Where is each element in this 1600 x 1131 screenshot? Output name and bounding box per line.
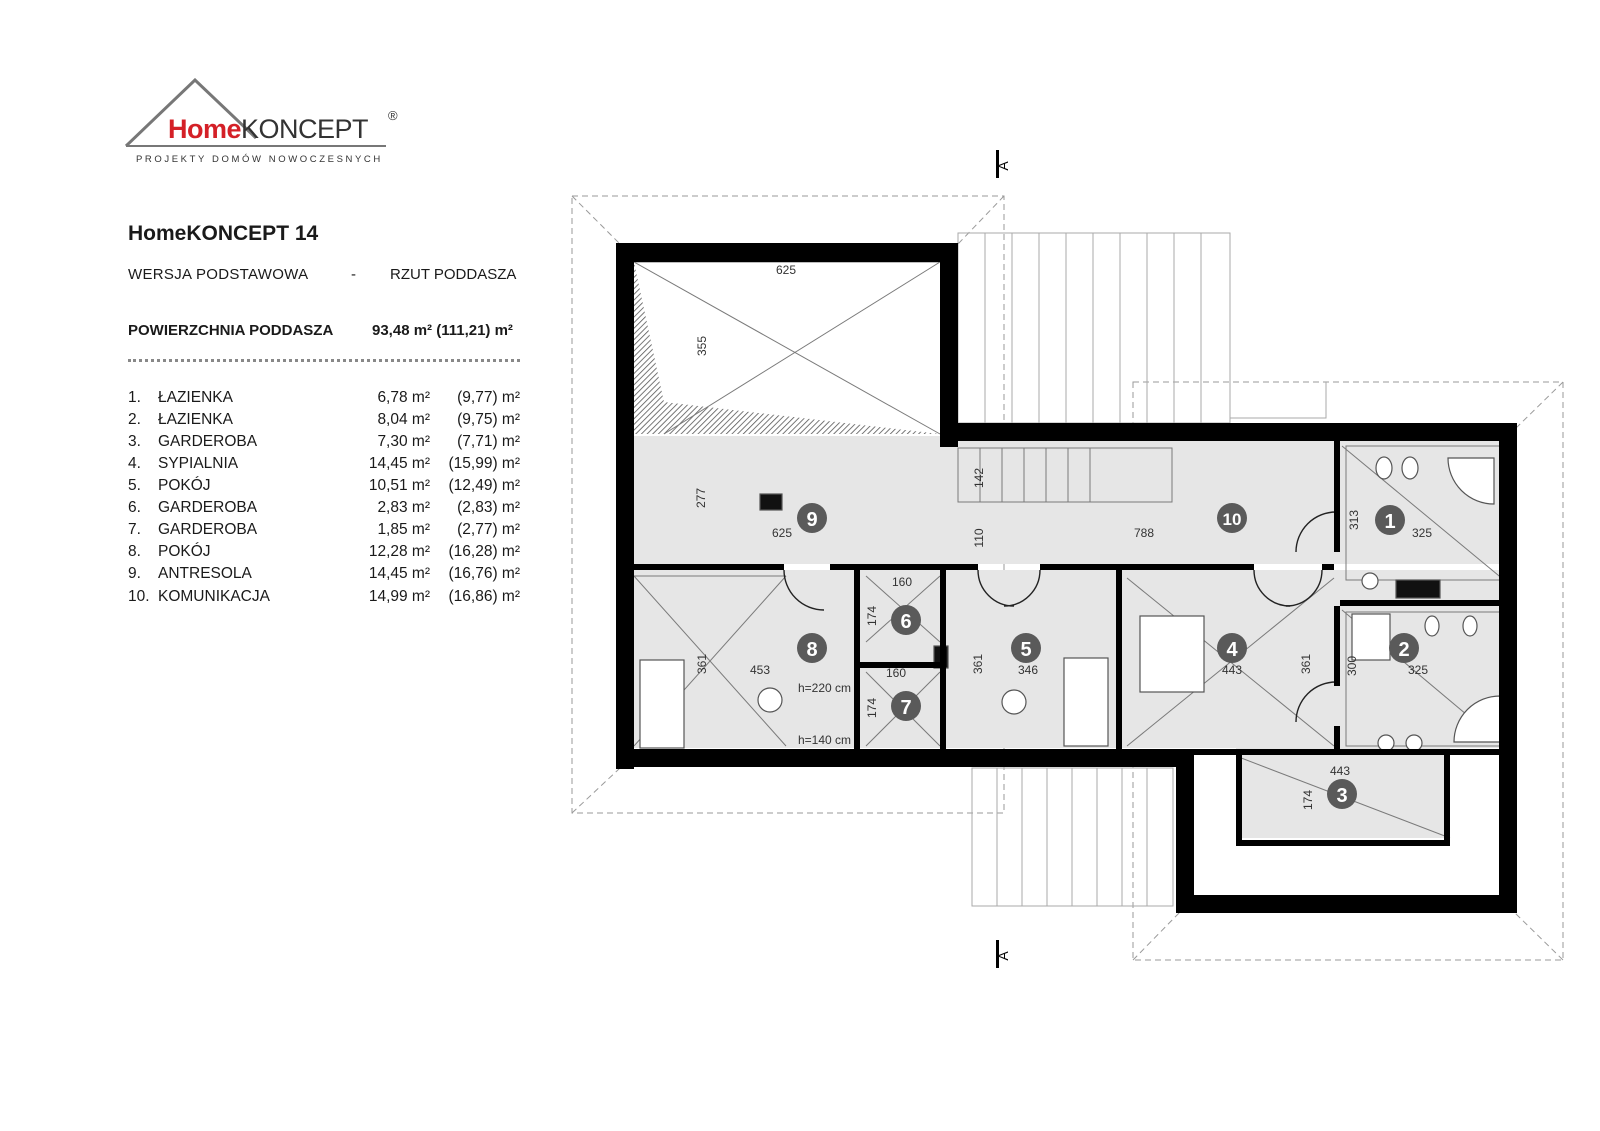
version-label: WERSJA PODSTAWOWA xyxy=(128,266,309,283)
company-logo: HomeKONCEPT ® PROJEKTY DOMÓW NOWOCZESNYC… xyxy=(124,78,414,174)
dim-label: 453 xyxy=(750,663,770,677)
svg-text:3: 3 xyxy=(1336,785,1347,807)
room-marker-9: 9 xyxy=(797,503,827,533)
subtitle-separator: - xyxy=(351,266,356,283)
walls xyxy=(616,243,1517,913)
dim-label: 443 xyxy=(1222,663,1242,677)
room-marker-2: 2 xyxy=(1389,633,1419,663)
dim-label: 313 xyxy=(1347,510,1361,530)
svg-text:A: A xyxy=(995,951,1011,961)
room-marker-4: 4 xyxy=(1217,633,1247,663)
void-hatch xyxy=(634,262,940,434)
dotted-divider xyxy=(128,359,520,362)
room-marker-1: 1 xyxy=(1375,505,1405,535)
room-marker-8: 8 xyxy=(797,633,827,663)
dimension-labels: 625 355 277 625 110 142 788 313 325 160 … xyxy=(694,263,1432,810)
dim-label: 443 xyxy=(1330,764,1350,778)
svg-text:7: 7 xyxy=(900,697,911,719)
room-marker-7: 7 xyxy=(891,691,921,721)
dim-label: 174 xyxy=(865,698,879,718)
logo-wordmark: HomeKONCEPT xyxy=(168,114,369,144)
dim-label: 174 xyxy=(865,606,879,626)
dim-label: 355 xyxy=(695,336,709,356)
registered-mark: ® xyxy=(388,108,398,123)
svg-text:10: 10 xyxy=(1223,510,1242,529)
dim-label: 788 xyxy=(1134,526,1154,540)
room-marker-3: 3 xyxy=(1327,779,1357,809)
room-marker-6: 6 xyxy=(891,605,921,635)
svg-text:2: 2 xyxy=(1398,639,1409,661)
svg-text:6: 6 xyxy=(900,611,911,633)
dim-label: h=140 cm xyxy=(798,733,851,747)
dim-label: 361 xyxy=(971,654,985,674)
dim-label: 325 xyxy=(1408,663,1428,677)
logo-tagline: PROJEKTY DOMÓW NOWOCZESNYCH xyxy=(136,154,383,165)
dim-label: h=220 cm xyxy=(798,681,851,695)
svg-text:A: A xyxy=(995,161,1011,171)
view-label: RZUT PODDASZA xyxy=(390,266,517,283)
svg-text:5: 5 xyxy=(1020,639,1031,661)
room-markers: 1 2 3 4 5 6 7 8 9 10 xyxy=(797,503,1419,809)
dim-label: 300 xyxy=(1345,656,1359,676)
dim-label: 142 xyxy=(972,468,986,488)
svg-text:8: 8 xyxy=(806,639,817,661)
room-marker-5: 5 xyxy=(1011,633,1041,663)
section-marker-bottom: A xyxy=(995,940,1011,968)
dim-label: 625 xyxy=(772,526,792,540)
dim-label: 325 xyxy=(1412,526,1432,540)
dim-label: 346 xyxy=(1018,663,1038,677)
svg-text:1: 1 xyxy=(1384,511,1395,533)
dim-label: 160 xyxy=(892,575,912,589)
dim-label: 277 xyxy=(694,488,708,508)
terrace-top xyxy=(957,232,1327,424)
area-value: 93,48 m² (111,21) m² xyxy=(372,322,513,339)
project-title: HomeKONCEPT 14 xyxy=(128,222,319,245)
dim-label: 110 xyxy=(972,528,986,547)
terrace-bottom xyxy=(971,767,1174,907)
roof-icon xyxy=(124,78,386,148)
dim-label: 361 xyxy=(695,654,709,674)
door-swings xyxy=(783,511,1337,723)
area-label: POWIERZCHNIA PODDASZA xyxy=(128,322,334,339)
svg-text:9: 9 xyxy=(806,509,817,531)
dim-label: 174 xyxy=(1301,790,1315,810)
fixtures xyxy=(639,456,1501,752)
room-marker-10: 10 xyxy=(1217,503,1247,533)
dim-label: 361 xyxy=(1299,654,1313,674)
dim-label: 160 xyxy=(886,666,906,680)
section-marker-top: A xyxy=(995,150,1011,178)
dim-label: 625 xyxy=(776,263,796,277)
svg-text:4: 4 xyxy=(1226,639,1238,661)
